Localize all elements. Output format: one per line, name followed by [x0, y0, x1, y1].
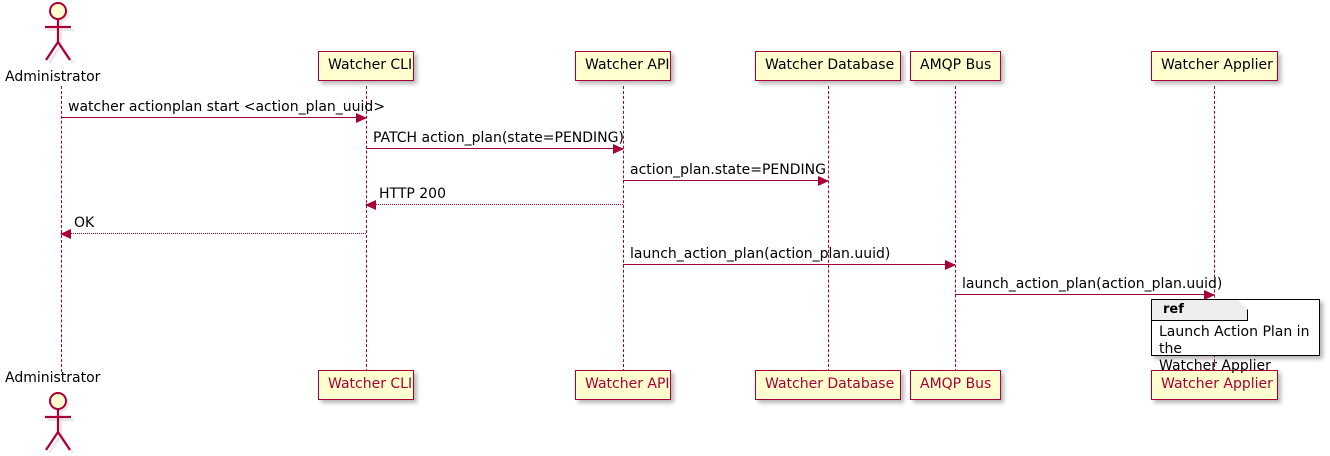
participant-watcher_applier-bottom[interactable]: Watcher Applier [1151, 370, 1278, 400]
arrowhead-right-icon [613, 144, 624, 154]
lifeline-amqp_bus [955, 86, 956, 372]
lifeline-watcher_cli [366, 86, 367, 372]
fragment-operator-label: ref [1152, 300, 1248, 321]
message-6: launch_action_plan(action_plan.uuid) [955, 276, 1222, 300]
lifeline-watcher_database [828, 86, 829, 372]
actor-label-administrator-bottom: Administrator [5, 370, 101, 386]
message-label-6: launch_action_plan(action_plan.uuid) [962, 276, 1223, 292]
actor-administrator-top [45, 2, 75, 64]
message-label-2: action_plan.state=PENDING [630, 162, 826, 178]
message-label-4: OK [74, 215, 95, 231]
lifeline-watcher_applier [1214, 86, 1215, 372]
arrowhead-right-icon [945, 260, 956, 270]
participant-amqp_bus-top[interactable]: AMQP Bus [910, 51, 1001, 81]
arrowhead-right-icon [818, 176, 829, 186]
arrowhead-left-icon [60, 229, 71, 239]
actor-label-administrator-top: Administrator [5, 69, 101, 85]
participant-watcher_cli-top[interactable]: Watcher CLI [318, 51, 414, 81]
participant-watcher_applier-top[interactable]: Watcher Applier [1151, 51, 1278, 81]
message-4: OK [60, 215, 366, 239]
message-2: action_plan.state=PENDING [623, 162, 829, 186]
arrowhead-right-icon [1204, 290, 1215, 300]
message-label-3: HTTP 200 [379, 186, 446, 202]
lifeline-watcher_api [623, 86, 624, 372]
fragment-body-text: Launch Action Plan in the Watcher Applie… [1159, 324, 1310, 374]
arrowhead-left-icon [365, 200, 376, 210]
participant-amqp_bus-bottom[interactable]: AMQP Bus [910, 370, 1001, 400]
actor-administrator-bottom [45, 392, 75, 454]
participant-watcher_api-bottom[interactable]: Watcher API [575, 370, 671, 400]
message-5: launch_action_plan(action_plan.uuid) [623, 246, 956, 270]
participant-watcher_api-top[interactable]: Watcher API [575, 51, 671, 81]
message-label-0: watcher actionplan start <action_plan_uu… [68, 99, 386, 115]
participant-watcher_database-top[interactable]: Watcher Database [755, 51, 901, 81]
arrowhead-right-icon [356, 113, 367, 123]
message-3: HTTP 200 [365, 186, 623, 210]
participant-watcher_cli-bottom[interactable]: Watcher CLI [318, 370, 414, 400]
message-0: watcher actionplan start <action_plan_uu… [61, 99, 385, 123]
message-1: PATCH action_plan(state=PENDING) [366, 130, 624, 154]
message-label-1: PATCH action_plan(state=PENDING) [373, 130, 624, 146]
participant-watcher_database-bottom[interactable]: Watcher Database [755, 370, 901, 400]
message-label-5: launch_action_plan(action_plan.uuid) [630, 246, 891, 262]
